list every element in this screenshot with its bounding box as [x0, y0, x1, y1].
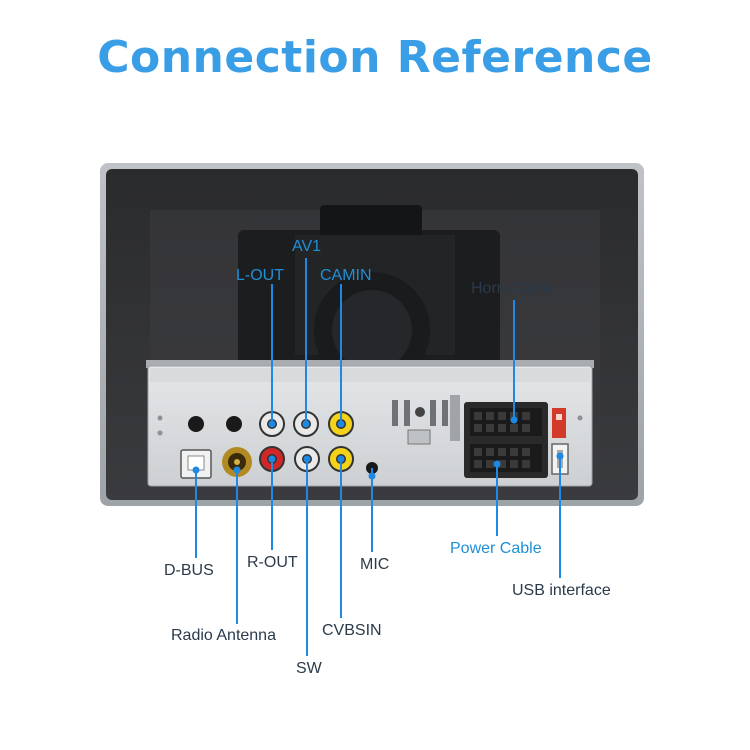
label-d-bus: D-BUS: [164, 562, 214, 579]
label-av1: AV1: [292, 238, 322, 255]
fuse-block: [552, 408, 566, 438]
label-sw: SW: [296, 660, 322, 677]
label-camin: CAMIN: [320, 267, 372, 284]
leader-dots: [192, 416, 564, 480]
leader-lines: [195, 258, 561, 656]
label-radio-antenna: Radio Antenna: [171, 627, 276, 644]
label-r-out: R-OUT: [247, 554, 298, 571]
label-horn-cable: Horn Cable: [471, 280, 552, 297]
label-mic: MIC: [360, 556, 390, 573]
vent-area: [392, 395, 460, 445]
label-power-cable: Power Cable: [450, 540, 542, 557]
page-title: Connection Reference: [97, 32, 653, 83]
harness-connector: [464, 402, 548, 478]
label-cvbsin: CVBSIN: [322, 622, 382, 639]
label-l-out: L-OUT: [236, 267, 284, 284]
label-usb-interface: USB interface: [512, 582, 611, 599]
radio-antenna-port: [222, 447, 252, 477]
d-bus-port: [180, 416, 242, 479]
